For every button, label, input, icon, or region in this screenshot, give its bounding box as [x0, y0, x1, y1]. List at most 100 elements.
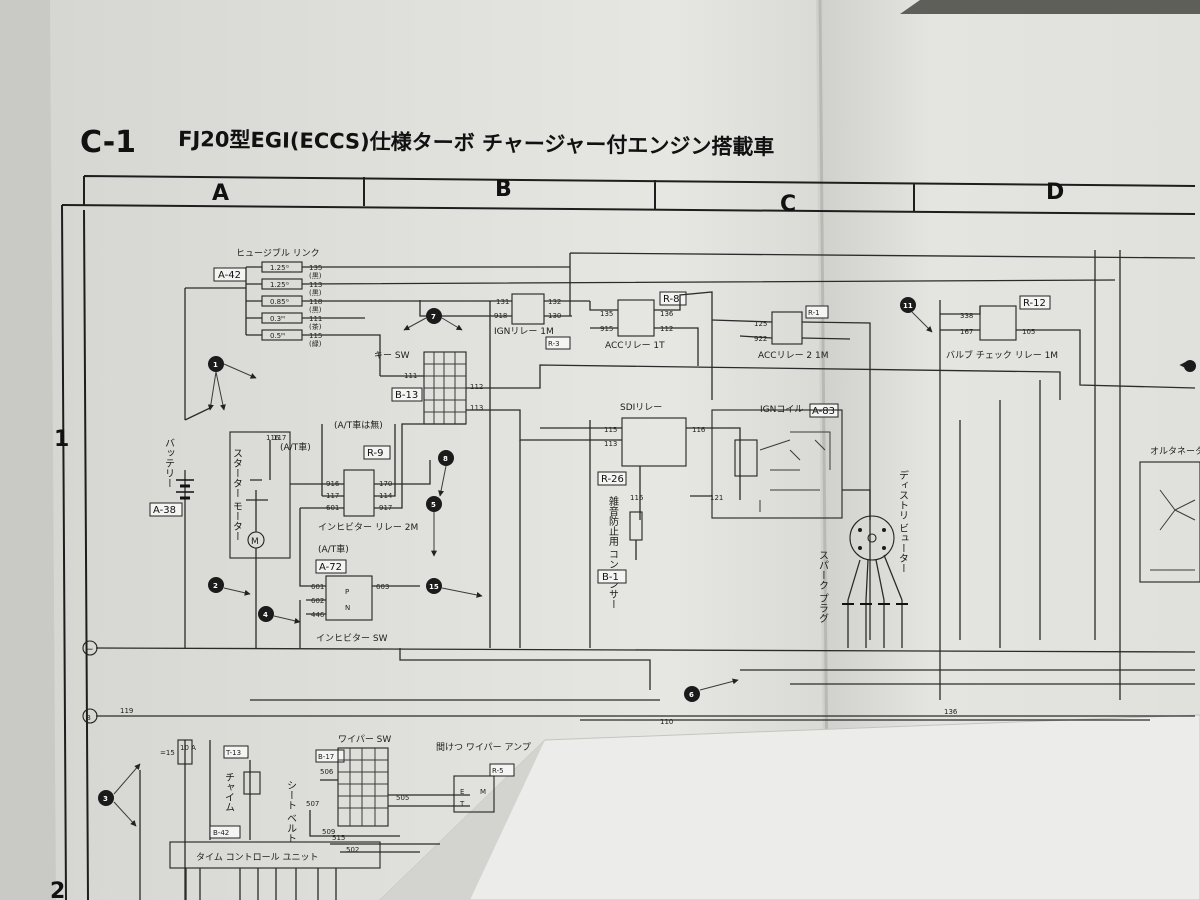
fl-rating-3: 0.85ᴳ [270, 298, 290, 306]
vcr-wire-338: 338 [960, 312, 973, 320]
wiper-amp-pin-m: M [480, 788, 486, 796]
timer-unit-code: B-42 [213, 829, 229, 837]
distributor-label: ディストリ ビューター [897, 469, 909, 573]
acc-relay2-box [771, 311, 803, 345]
sdi-relay-code: R-26 [601, 474, 624, 485]
alternator-wires [1094, 250, 1121, 700]
right-page [816, 0, 1200, 900]
wiper-sw-code: B-17 [318, 753, 334, 761]
valve-check-relay-code: R-12 [1023, 298, 1046, 309]
ign-coil-wire: 121 [710, 494, 723, 502]
fusible-link-outputs [301, 266, 1116, 376]
wiper-wire-515: 515 [332, 834, 345, 842]
b-bus-terminal [82, 708, 98, 724]
inhibitor-relay-label: インヒビター リレー 2M [318, 522, 418, 533]
spark-plug-label: スパーク プラグ [817, 550, 829, 623]
chime-code: T-13 [225, 749, 241, 757]
acc-relay1-code: R-8 [663, 294, 680, 305]
fuse-symbol [177, 739, 193, 765]
vcr-wire-105: 105 [1022, 328, 1035, 336]
acc-relay2-code-box [805, 305, 829, 319]
ign-coil-module [734, 439, 758, 477]
row2-wires [139, 740, 251, 900]
spark-plug-wires [847, 554, 903, 648]
valve-check-relay-box [979, 305, 1017, 341]
ign-relay-box [511, 293, 545, 325]
bullet-15: 15 [429, 583, 439, 591]
ground-bus [95, 647, 1196, 653]
wiper-amp-pin-e: E [460, 788, 464, 796]
wiper-wire-507: 507 [306, 800, 319, 808]
fusible-link-bus [185, 266, 262, 336]
starter-motor-note: (A/T車) [280, 441, 311, 453]
starter-motor-label: スターター モーター [231, 448, 243, 541]
fl-color-1: (黒) [309, 272, 322, 280]
acc2-wire-125: 125 [754, 320, 767, 328]
inhibitor-sw-code: A-72 [319, 562, 342, 573]
fl-color-2: (黒) [309, 289, 322, 297]
wiper-amp-box [453, 775, 495, 813]
battery-label: バッテリー [163, 438, 175, 488]
wiper-sw-grid [338, 748, 388, 826]
ign-coil-box [711, 409, 843, 519]
page-id: C-1 [80, 125, 136, 160]
wiper-amp-code-box [489, 763, 515, 777]
ign-relay-label: IGNリレー 1M [494, 327, 554, 337]
inhibitor-sw-code-box [315, 559, 347, 574]
battery-switch [184, 407, 211, 421]
bullet-4: 4 [263, 611, 268, 619]
noise-condenser-wires [589, 420, 637, 648]
ign-coil-wires [690, 489, 871, 520]
ign-relay-wires [419, 267, 590, 317]
fl-color-4: (茶) [309, 322, 322, 331]
chime-code-box [223, 745, 249, 759]
alternator-internals [1150, 489, 1196, 571]
valve-check-relay-code-box [1019, 295, 1051, 310]
ign-relay-wire-131: 131 [496, 298, 509, 306]
main-bus-top [569, 252, 1196, 267]
wiper-sw-box [337, 747, 389, 827]
column-header-frame [61, 175, 1196, 215]
noise-condenser-label: 雑音防止用 コンデンサー [607, 495, 619, 609]
inhibitor-relay-box [343, 469, 375, 517]
sdi-wire-116: 116 [692, 426, 706, 434]
bullet-1: 1 [213, 361, 218, 369]
inhibitor-sw-pin-p: P [345, 588, 349, 596]
page-edge-left [0, 0, 62, 900]
row-frame [61, 204, 89, 900]
distributor-symbol [849, 515, 895, 561]
wiper-amp-pin-t: T [459, 800, 465, 808]
row-2: 2 [50, 879, 65, 900]
b-bus-wire: 119 [120, 707, 133, 715]
fl-wire-2: 113 [309, 281, 322, 289]
inhibitor-sw-wires [299, 508, 420, 648]
fl-rating-4: 0.3ᴹ [270, 315, 285, 323]
acc-relay2-code: R-1 [808, 309, 820, 317]
noise-condenser-code-box [597, 569, 627, 584]
key-sw-code-box [391, 387, 423, 402]
is-wire-602: 602 [311, 597, 324, 605]
bullet-2: 2 [213, 582, 218, 590]
reference-bullets: 1 2 3 4 5 6 7 8 11 15 [98, 297, 916, 806]
acc-relay2-label: ACCリレー 2 1M [758, 351, 829, 361]
wiper-sw-code-box [315, 749, 345, 763]
key-sw-wire-113: 113 [470, 404, 483, 412]
b-bus-symbol: B [86, 714, 91, 722]
starter-wires [246, 440, 271, 648]
column-b: B [495, 177, 512, 202]
bullet-arrows [113, 311, 1195, 827]
inhibitor-sw-label: インヒビター SW [316, 633, 388, 644]
wiper-wire-502: 502 [346, 846, 359, 854]
fl-color-5: (緑) [309, 339, 322, 348]
row-1: 1 [54, 427, 69, 452]
fuse-value: 10 A [180, 744, 196, 752]
timer-unit-label: タイム コントロール ユニット [196, 852, 319, 863]
inhibitor-sw-box [325, 575, 373, 621]
fl-wire-4: 111 [309, 315, 322, 323]
column-a: A [212, 181, 229, 206]
key-sw-label: キー SW [374, 351, 410, 361]
sdi-relay-wires [540, 427, 741, 520]
key-sw-wire-112: 112 [470, 383, 483, 391]
noise-condenser-wire: 116 [630, 494, 644, 502]
timer-unit-code-box [209, 825, 241, 839]
